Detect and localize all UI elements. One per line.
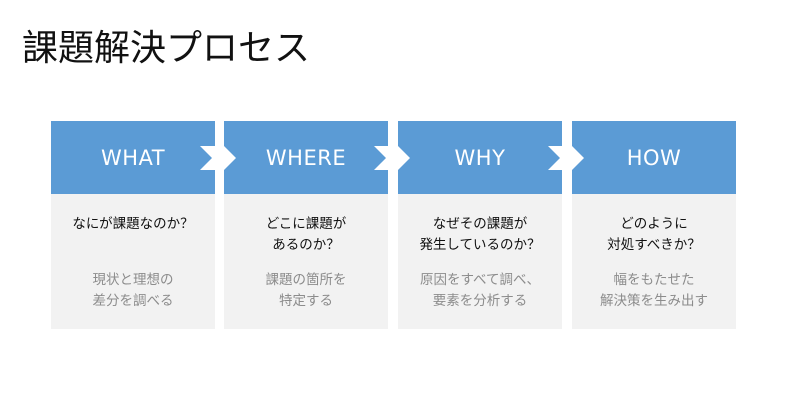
step-header: HOW xyxy=(572,121,736,194)
chevron-right-icon xyxy=(200,146,236,170)
step-body: なぜその課題が 発生しているのか？ 原因をすべて調べ、 要素を分析する xyxy=(398,194,562,329)
process-step-where: WHERE どこに課題が あるのか？ 課題の箇所を 特定する xyxy=(224,121,388,329)
process-step-why: WHY なぜその課題が 発生しているのか？ 原因をすべて調べ、 要素を分析する xyxy=(398,121,562,329)
step-question: どのように 対処すべきか？ xyxy=(572,214,736,256)
step-answer-line: 現状と理想の xyxy=(92,272,174,288)
step-body: どこに課題が あるのか？ 課題の箇所を 特定する xyxy=(224,194,388,329)
step-answer-line: 要素を分析する xyxy=(432,293,528,309)
step-question: どこに課題が あるのか？ xyxy=(224,214,388,256)
step-question: なぜその課題が 発生しているのか？ xyxy=(398,214,562,256)
step-question-line: 対処すべきか？ xyxy=(607,237,701,253)
step-header: WHAT xyxy=(51,121,215,194)
step-answer-line: 幅をもたせた xyxy=(613,272,695,288)
step-answer: 幅をもたせた 解決策を生み出す xyxy=(572,270,736,312)
step-answer-line: 差分を調べる xyxy=(92,293,174,309)
step-question: なにが課題なのか？ xyxy=(51,214,215,235)
step-question-line: あるのか？ xyxy=(272,237,340,253)
step-header: WHY xyxy=(398,121,562,194)
step-question-line: どこに課題が xyxy=(265,216,347,232)
step-body: どのように 対処すべきか？ 幅をもたせた 解決策を生み出す xyxy=(572,194,736,329)
step-answer-line: 特定する xyxy=(279,293,333,309)
page-title: 課題解決プロセス xyxy=(22,28,311,69)
process-step-how: HOW どのように 対処すべきか？ 幅をもたせた 解決策を生み出す xyxy=(572,121,736,329)
process-step-what: WHAT なにが課題なのか？ 現状と理想の 差分を調べる xyxy=(51,121,215,329)
chevron-right-icon xyxy=(548,146,584,170)
step-body: なにが課題なのか？ 現状と理想の 差分を調べる xyxy=(51,194,215,329)
step-answer-line: 課題の箇所を xyxy=(265,272,347,288)
step-answer-line: 原因をすべて調べ、 xyxy=(419,272,540,288)
step-question-line: なにが課題なのか？ xyxy=(72,216,194,232)
step-answer: 原因をすべて調べ、 要素を分析する xyxy=(398,270,562,312)
step-header: WHERE xyxy=(224,121,388,194)
step-answer: 課題の箇所を 特定する xyxy=(224,270,388,312)
step-answer: 現状と理想の 差分を調べる xyxy=(51,270,215,312)
step-question-line: なぜその課題が xyxy=(432,216,528,232)
step-answer-line: 解決策を生み出す xyxy=(600,293,708,309)
step-question-line: どのように xyxy=(620,216,688,232)
chevron-right-icon xyxy=(374,146,410,170)
step-question-line: 発生しているのか？ xyxy=(419,237,541,253)
